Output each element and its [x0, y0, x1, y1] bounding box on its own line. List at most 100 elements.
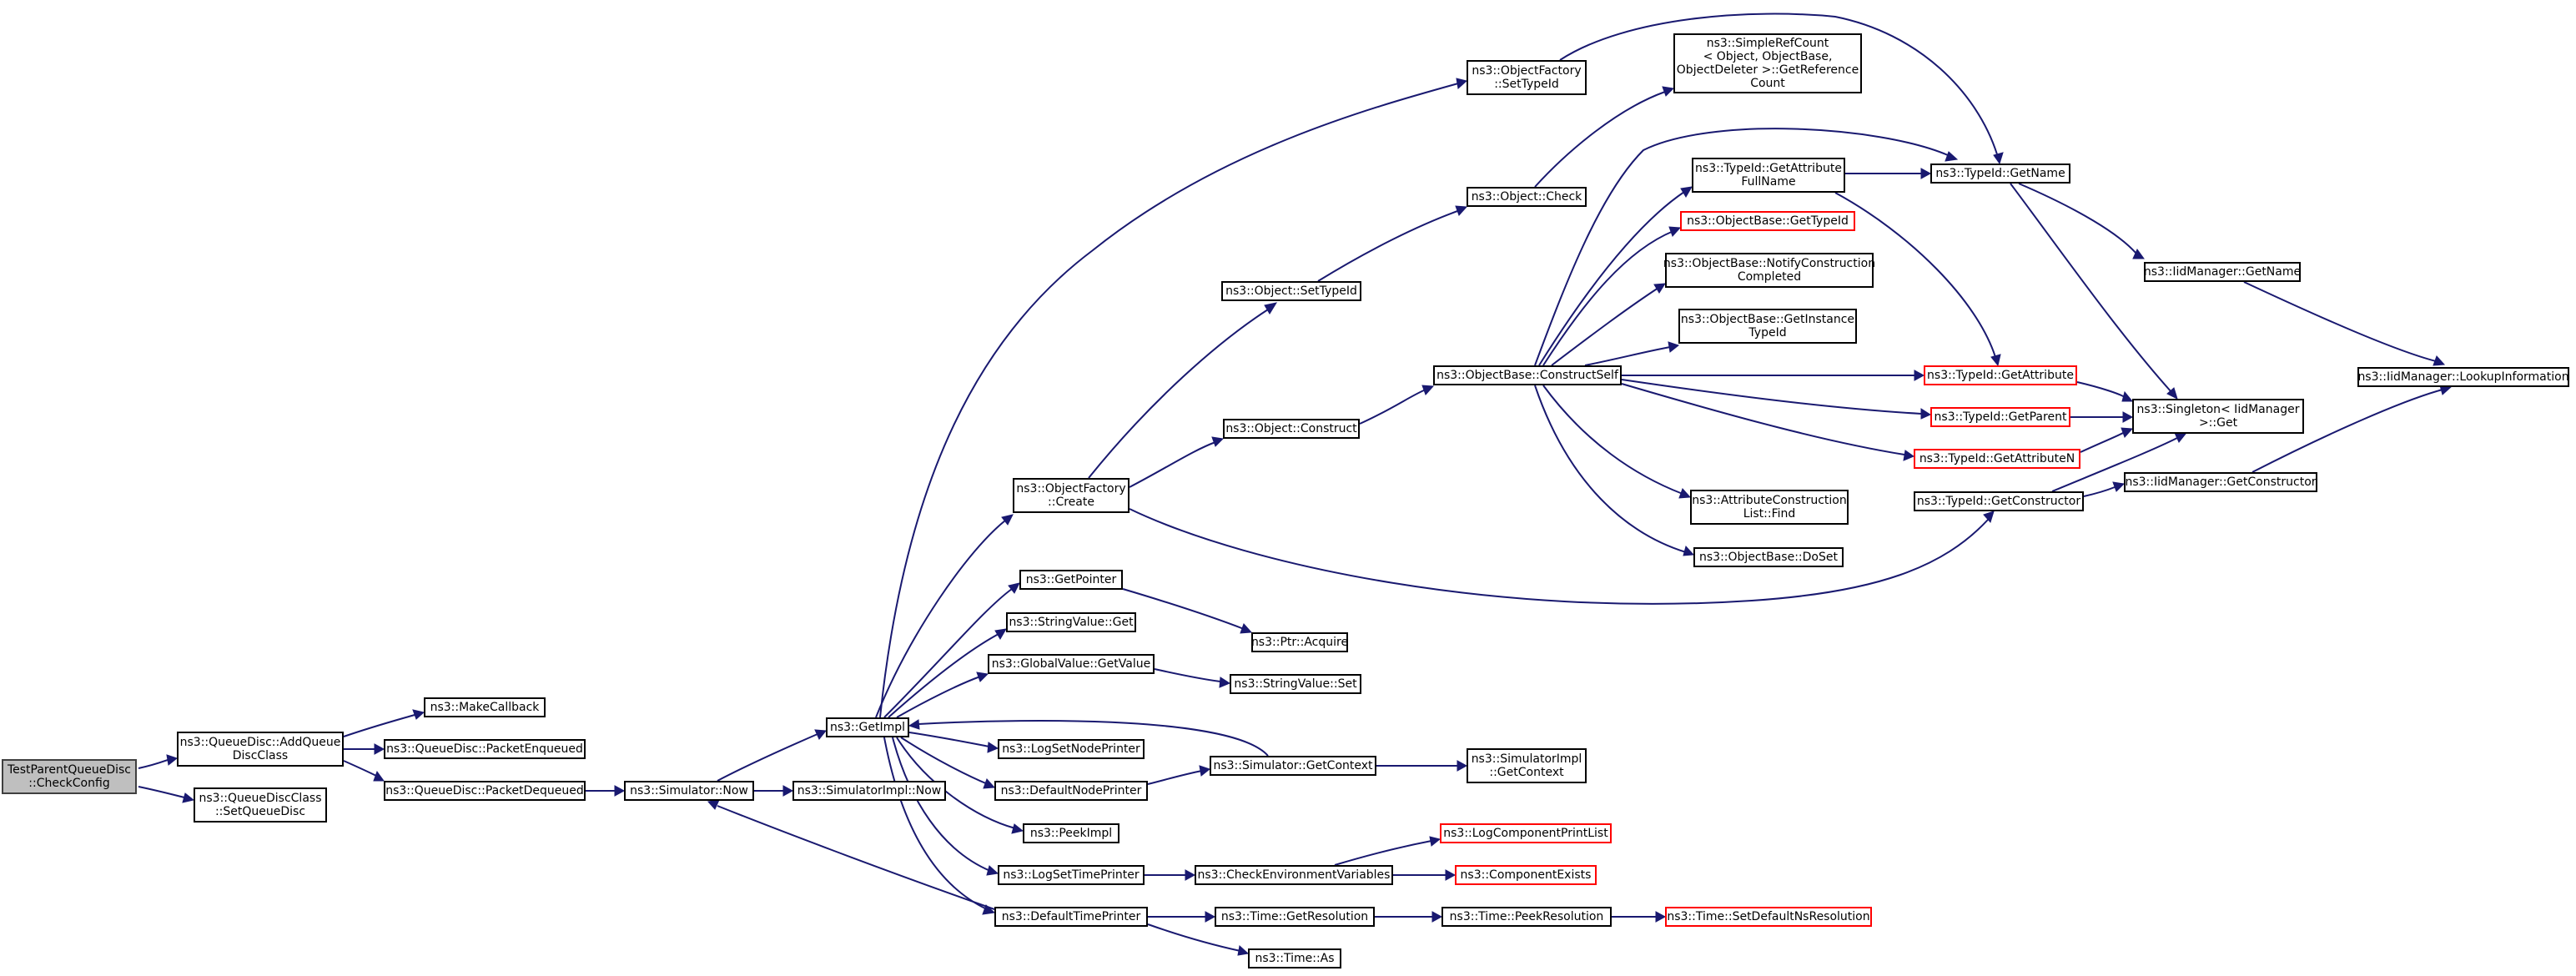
node-simulator-impl-now[interactable]: ns3::SimulatorImpl::Now: [792, 781, 946, 801]
edge-type-id-get-attribute-n-to-singleton-get: [2080, 431, 2126, 453]
node-log-set-time-printer[interactable]: ns3::LogSetTimePrinter: [998, 865, 1145, 885]
arrowhead-packet-dequeued-to-simulator-now: [614, 785, 626, 797]
arrowhead-type-id-get-name-to-iid-manager-get-name: [2132, 249, 2145, 259]
arrowhead-type-id-get-attribute-n-to-singleton-get: [2121, 427, 2134, 438]
node-set-queue-disc[interactable]: ns3::QueueDiscClass ::SetQueueDisc: [194, 787, 327, 823]
node-iid-manager-lookup-information[interactable]: ns3::IidManager::LookupInformation: [2357, 367, 2569, 387]
edge-get-impl-to-get-pointer: [883, 588, 1013, 718]
edge-object-factory-create-to-object-set-type-id: [1088, 309, 1269, 479]
edge-type-id-get-name-to-iid-manager-get-name: [2018, 183, 2137, 254]
arrowhead-object-factory-create-to-type-id-get-constructor: [1983, 511, 1995, 523]
edge-construct-self-to-type-id-get-attribute-n: [1621, 383, 1905, 455]
arrowhead-object-factory-create-to-object-construct: [1211, 436, 1225, 447]
arrowhead-default-time-printer-to-simulator-now: [707, 799, 720, 810]
edge-object-factory-create-to-type-id-get-constructor: [1129, 508, 1989, 605]
node-object-base-do-set[interactable]: ns3::ObjectBase::DoSet: [1693, 547, 1844, 567]
edge-check-environment-variables-to-log-component-print-list: [1334, 840, 1432, 866]
node-packet-enqueued[interactable]: ns3::QueueDisc::PacketEnqueued: [384, 739, 586, 759]
node-type-id-get-attribute[interactable]: ns3::TypeId::GetAttribute: [1924, 365, 2077, 385]
arrowhead-object-factory-set-type-id-to-type-id-get-name: [1993, 152, 2004, 165]
node-log-set-node-printer[interactable]: ns3::LogSetNodePrinter: [998, 739, 1145, 759]
node-attribute-construction-list-find[interactable]: ns3::AttributeConstruction List::Find: [1690, 490, 1849, 525]
node-notify-construction-completed[interactable]: ns3::ObjectBase::NotifyConstruction Comp…: [1663, 253, 1875, 288]
edge-root-to-set-queue-disc: [138, 786, 185, 798]
node-simulator-now[interactable]: ns3::Simulator::Now: [624, 781, 754, 801]
node-component-exists[interactable]: ns3::ComponentExists: [1455, 865, 1597, 885]
node-get-instance-type-id[interactable]: ns3::ObjectBase::GetInstance TypeId: [1678, 309, 1857, 344]
node-string-value-get[interactable]: ns3::StringValue::Get: [1006, 612, 1136, 632]
node-object-factory-set-type-id[interactable]: ns3::ObjectFactory ::SetTypeId: [1467, 60, 1587, 95]
node-default-time-printer[interactable]: ns3::DefaultTimePrinter: [994, 907, 1148, 927]
node-string-value-set[interactable]: ns3::StringValue::Set: [1230, 674, 1361, 694]
arrowhead-construct-self-to-get-instance-type-id: [1668, 341, 1680, 353]
node-log-component-print-list[interactable]: ns3::LogComponentPrintList: [1440, 823, 1612, 843]
edge-global-value-get-value-to-string-value-set: [1154, 668, 1221, 682]
node-get-impl[interactable]: ns3::GetImpl: [826, 717, 909, 737]
arrowhead-simulator-now-to-simulator-impl-now: [782, 785, 794, 797]
arrowhead-default-time-printer-to-time-as: [1237, 945, 1250, 956]
node-type-id-get-attribute-n[interactable]: ns3::TypeId::GetAttributeN: [1914, 449, 2080, 469]
edge-default-time-printer-to-simulator-now: [717, 805, 995, 910]
edge-add-queue-disc-class-to-packet-dequeued: [343, 760, 377, 777]
node-type-id-get-name[interactable]: ns3::TypeId::GetName: [1930, 164, 2070, 184]
edge-get-impl-to-default-time-printer: [883, 737, 988, 910]
edge-construct-self-to-get-instance-type-id: [1584, 346, 1671, 366]
arrowhead-construct-self-to-attribute-construction-list-find: [1678, 488, 1692, 499]
arrowhead-type-id-get-attribute-full-name-to-type-id-get-attribute: [1990, 354, 2001, 367]
node-iid-manager-get-constructor[interactable]: ns3::IidManager::GetConstructor: [2124, 472, 2317, 492]
arrowhead-root-to-set-queue-disc: [182, 792, 195, 803]
node-singleton-get[interactable]: ns3::Singleton< IidManager >::Get: [2132, 399, 2304, 434]
node-time-peek-resolution[interactable]: ns3::Time::PeekResolution: [1441, 907, 1612, 927]
node-object-construct[interactable]: ns3::Object::Construct: [1223, 419, 1360, 439]
arrowhead-check-environment-variables-to-log-component-print-list: [1429, 836, 1441, 847]
arrowhead-get-impl-to-get-pointer: [1008, 582, 1020, 594]
arrowhead-type-id-get-name-to-singleton-get: [2166, 387, 2178, 400]
node-type-id-get-constructor[interactable]: ns3::TypeId::GetConstructor: [1914, 491, 2084, 511]
edge-default-time-printer-to-time-as: [1147, 923, 1241, 952]
node-global-value-get-value[interactable]: ns3::GlobalValue::GetValue: [988, 654, 1155, 674]
node-time-as[interactable]: ns3::Time::As: [1248, 948, 1341, 968]
arrowhead-object-check-to-simple-ref-count: [1662, 86, 1675, 97]
edge-get-pointer-to-ptr-acquire: [1122, 588, 1245, 630]
edge-construct-self-to-object-base-get-type-id: [1542, 230, 1674, 366]
edge-type-id-get-attribute-full-name-to-type-id-get-attribute: [1834, 192, 1996, 358]
arrowhead-construct-self-to-notify-construction-completed: [1653, 283, 1666, 294]
edge-type-id-get-name-to-singleton-get: [2010, 183, 2172, 393]
node-add-queue-disc-class[interactable]: ns3::QueueDisc::AddQueue DiscClass: [177, 732, 344, 767]
arrowhead-add-queue-disc-class-to-make-callback: [412, 709, 425, 720]
node-time-get-resolution[interactable]: ns3::Time::GetResolution: [1215, 907, 1375, 927]
node-construct-self[interactable]: ns3::ObjectBase::ConstructSelf: [1433, 365, 1622, 385]
node-packet-dequeued[interactable]: ns3::QueueDisc::PacketDequeued: [384, 781, 586, 801]
node-object-check[interactable]: ns3::Object::Check: [1467, 187, 1587, 207]
arrowhead-default-time-printer-to-time-get-resolution: [1205, 911, 1216, 923]
edge-add-queue-disc-class-to-make-callback: [343, 714, 415, 737]
arrowhead-get-impl-to-default-time-printer: [982, 904, 996, 915]
node-peek-impl[interactable]: ns3::PeekImpl: [1023, 823, 1119, 843]
arrowhead-type-id-get-constructor-to-iid-manager-get-constructor: [2112, 481, 2126, 492]
arrowhead-type-id-get-parent-to-singleton-get: [2122, 411, 2134, 423]
arrowhead-simulator-get-context-to-simulator-impl-get-context: [1457, 760, 1468, 772]
node-simulator-get-context[interactable]: ns3::Simulator::GetContext: [1210, 756, 1376, 776]
node-simple-ref-count[interactable]: ns3::SimpleRefCount < Object, ObjectBase…: [1673, 33, 1862, 93]
node-root[interactable]: TestParentQueueDisc ::CheckConfig: [2, 759, 137, 794]
node-object-base-get-type-id[interactable]: ns3::ObjectBase::GetTypeId: [1680, 211, 1855, 231]
node-object-factory-create[interactable]: ns3::ObjectFactory ::Create: [1013, 478, 1130, 513]
edge-get-impl-to-log-set-time-printer: [892, 737, 991, 872]
arrowhead-get-impl-to-object-factory-create: [1001, 514, 1014, 526]
node-default-node-printer[interactable]: ns3::DefaultNodePrinter: [994, 781, 1148, 801]
arrowhead-get-impl-to-peek-impl: [1011, 823, 1024, 834]
edge-type-id-get-constructor-to-iid-manager-get-constructor: [2083, 486, 2116, 497]
arrowhead-get-impl-to-log-set-time-printer: [986, 865, 999, 876]
node-time-set-default-ns-resolution[interactable]: ns3::Time::SetDefaultNsResolution: [1665, 907, 1872, 927]
node-simulator-impl-get-context[interactable]: ns3::SimulatorImpl ::GetContext: [1467, 748, 1587, 783]
arrowhead-time-peek-resolution-to-time-set-default-ns-resolution: [1655, 911, 1667, 923]
node-get-pointer[interactable]: ns3::GetPointer: [1019, 570, 1123, 590]
node-make-callback[interactable]: ns3::MakeCallback: [424, 697, 546, 717]
node-type-id-get-attribute-full-name[interactable]: ns3::TypeId::GetAttribute FullName: [1692, 158, 1845, 193]
node-type-id-get-parent[interactable]: ns3::TypeId::GetParent: [1930, 407, 2070, 427]
node-object-set-type-id[interactable]: ns3::Object::SetTypeId: [1221, 281, 1361, 301]
node-ptr-acquire[interactable]: ns3::Ptr::Acquire: [1251, 632, 1348, 652]
node-check-environment-variables[interactable]: ns3::CheckEnvironmentVariables: [1195, 865, 1393, 885]
node-iid-manager-get-name[interactable]: ns3::IidManager::GetName: [2144, 262, 2301, 282]
